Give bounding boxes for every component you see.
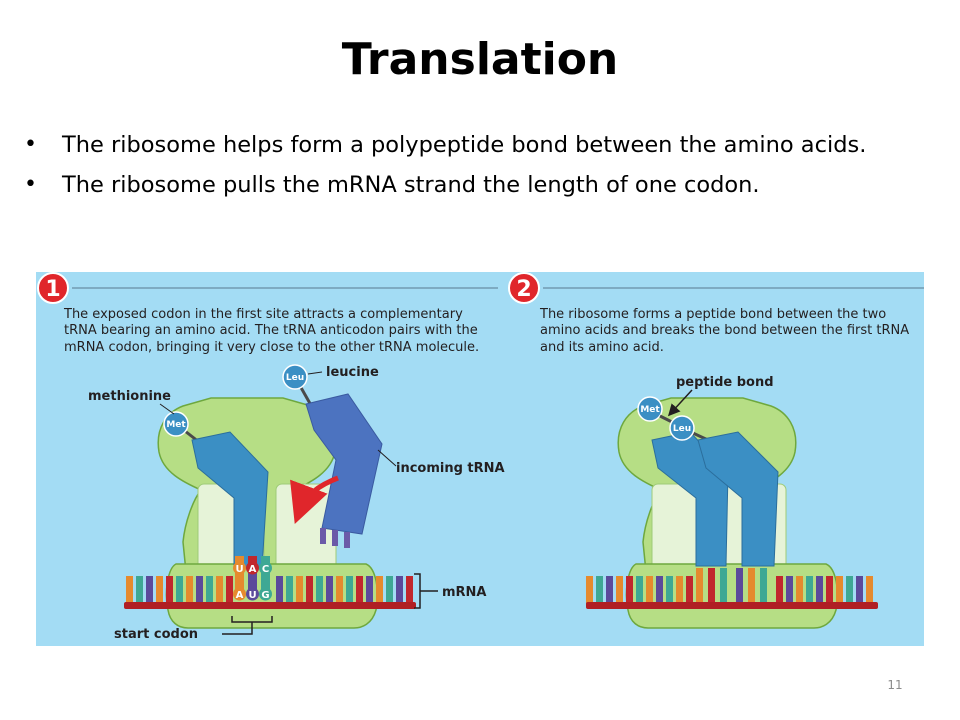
leu-amino-acid-icon bbox=[282, 364, 308, 390]
step-badge bbox=[508, 272, 540, 304]
leucine-label: leucine bbox=[326, 365, 379, 380]
translation-diagram: 1 The exposed codon in the first site at… bbox=[37, 272, 924, 642]
step-number: 2 bbox=[516, 277, 531, 302]
panel-1: 1 The exposed codon in the first site at… bbox=[37, 272, 505, 642]
mrna-backbone bbox=[124, 602, 416, 609]
bullet-icon: • bbox=[24, 132, 37, 157]
anticodon-base: A bbox=[249, 564, 257, 575]
step-number: 1 bbox=[45, 277, 60, 302]
amino-acid-label: Leu bbox=[673, 424, 691, 434]
panel-2: 2 The ribosome forms a peptide bond betw… bbox=[508, 272, 924, 629]
slide-title: Translation bbox=[341, 34, 619, 85]
peptide-bond-arrow-icon bbox=[667, 389, 693, 417]
translation-figure: 1 The exposed codon in the first site at… bbox=[36, 272, 924, 646]
mrna-backbone bbox=[586, 602, 878, 609]
methionine-label: methionine bbox=[88, 389, 171, 404]
peptide-bond-label: peptide bond bbox=[676, 375, 774, 390]
start-codon-bases: A U G bbox=[233, 572, 272, 601]
incoming-trna-label: incoming tRNA bbox=[396, 461, 505, 476]
codon-base: U bbox=[248, 590, 256, 601]
anticodon-base: U bbox=[235, 564, 243, 575]
panel-2-caption-line: and its amino acid. bbox=[540, 340, 664, 355]
met-amino-acid-icon bbox=[637, 396, 663, 422]
step-badge bbox=[37, 272, 69, 304]
movement-arrow-icon bbox=[290, 475, 339, 525]
codon-base: G bbox=[261, 590, 269, 601]
amino-acid-label: Met bbox=[640, 405, 660, 415]
panel-1-caption-line: mRNA codon, bringing it very close to th… bbox=[64, 340, 479, 355]
panel-1-caption-line: tRNA bearing an amino acid. The tRNA ant… bbox=[64, 323, 478, 338]
anticodon-base: C bbox=[262, 564, 269, 575]
panel-1-caption-line: The exposed codon in the first site attr… bbox=[63, 307, 463, 322]
bullet-item: • The ribosome pulls the mRNA strand the… bbox=[22, 168, 922, 202]
codon-base: A bbox=[236, 590, 244, 601]
amino-acid-label: Met bbox=[166, 420, 186, 430]
panel-2-caption-line: The ribosome forms a peptide bond betwee… bbox=[539, 307, 886, 322]
mrna-bases bbox=[586, 568, 873, 604]
leu-amino-acid-icon bbox=[669, 415, 695, 441]
trna-methionine: U A C bbox=[175, 422, 272, 575]
bullet-item: • The ribosome helps form a polypeptide … bbox=[22, 128, 922, 162]
mrna-bases bbox=[126, 576, 413, 604]
met-amino-acid-icon bbox=[163, 411, 189, 437]
bullet-text: The ribosome helps form a polypeptide bo… bbox=[62, 132, 867, 158]
mrna-label: mRNA bbox=[442, 585, 487, 600]
peptide-bond-line bbox=[659, 414, 673, 424]
amino-acid-label: Leu bbox=[286, 373, 304, 383]
slide-number: 11 bbox=[887, 678, 903, 692]
bullet-list: • The ribosome helps form a polypeptide … bbox=[22, 128, 922, 208]
panel-2-caption-line: amino acids and breaks the bond between … bbox=[540, 323, 909, 338]
start-codon-label: start codon bbox=[114, 627, 198, 642]
bullet-text: The ribosome pulls the mRNA strand the l… bbox=[62, 172, 760, 198]
bullet-icon: • bbox=[24, 172, 37, 197]
